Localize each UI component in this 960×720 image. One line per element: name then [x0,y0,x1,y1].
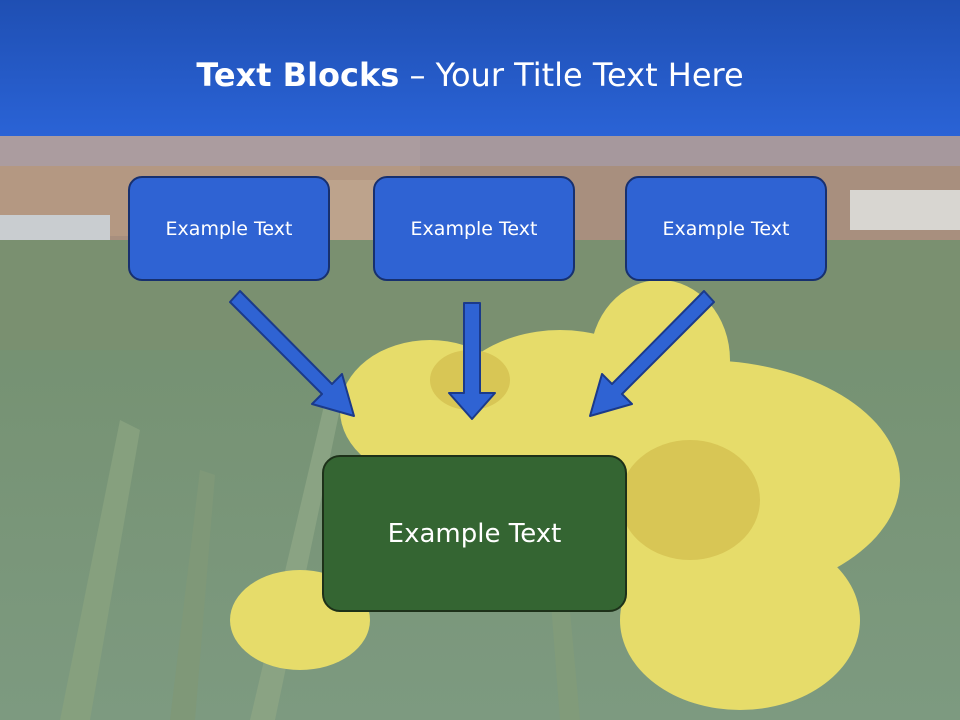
text-block-label: Example Text [662,217,790,240]
text-block-right[interactable]: Example Text [625,176,827,281]
text-block-label: Example Text [410,217,538,240]
title-separator: – [399,56,436,94]
text-block-center[interactable]: Example Text [373,176,575,281]
title-bar: Text Blocks – Your Title Text Here [0,0,960,136]
text-block-label: Example Text [165,217,293,240]
result-block-label: Example Text [387,518,562,549]
title-bold-text: Text Blocks [196,56,400,94]
result-block[interactable]: Example Text [322,455,627,612]
slide-title: Text Blocks – Your Title Text Here [0,52,940,98]
text-block-left[interactable]: Example Text [128,176,330,281]
title-rest-text: Your Title Text Here [435,56,744,94]
